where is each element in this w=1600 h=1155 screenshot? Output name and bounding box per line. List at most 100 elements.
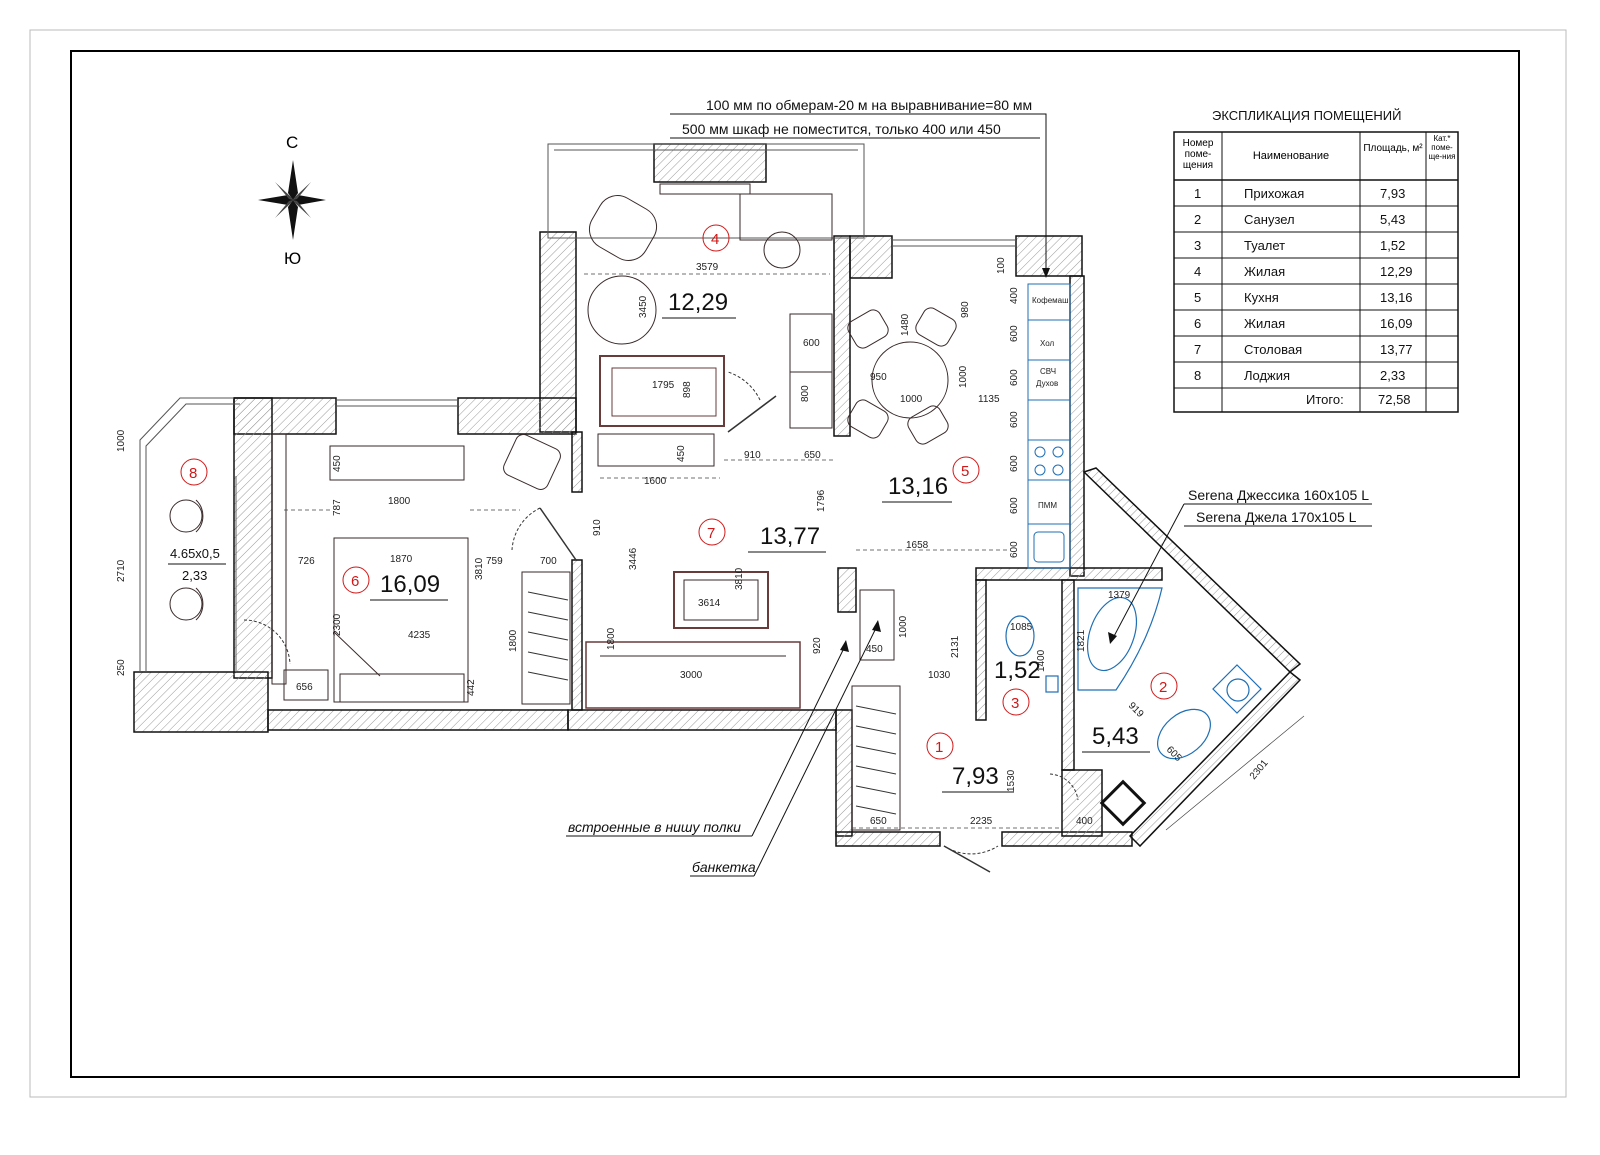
- dimension-label: 450: [332, 455, 343, 472]
- dimension-label: 8: [1194, 368, 1201, 383]
- arrow-icon: [840, 640, 849, 652]
- room-area-7: 13,77: [760, 523, 820, 550]
- dimension-label: 8: [189, 465, 197, 482]
- dimension-label: 1800: [606, 627, 617, 650]
- dimension-label: 7: [1194, 342, 1201, 357]
- room-area-2: 5,43: [1092, 723, 1139, 750]
- dimension-label: 4: [1194, 264, 1201, 279]
- dimension-label: 5,43: [1380, 212, 1405, 227]
- dimension-label: 6: [1194, 316, 1201, 331]
- dimension-label: 600: [1009, 325, 1020, 342]
- leader-lines: [566, 113, 1372, 877]
- dimension-label: 1000: [958, 365, 969, 388]
- dimension-label: Прихожая: [1244, 186, 1304, 201]
- compass-north: С: [286, 133, 298, 152]
- bathroom-fixtures: [1005, 587, 1262, 760]
- dimension-label: 919: [1126, 700, 1146, 720]
- dimension-label: 1870: [390, 554, 413, 565]
- dimension-label: 3: [1011, 695, 1019, 712]
- dimension-label: 1821: [1076, 629, 1087, 652]
- dimension-label: 3810: [734, 567, 745, 590]
- arrow-icon: [1042, 268, 1050, 278]
- dimension-label: 12,29: [1380, 264, 1413, 279]
- note-top-line1: 100 мм по обмерам-20 м на выравнивание=8…: [706, 97, 1032, 113]
- dimension-label: 2: [1159, 679, 1167, 696]
- room-marker-6: 6 16,09: [342, 566, 448, 601]
- dimension-label: 1000: [900, 394, 923, 405]
- dimension-label: Лоджия: [1244, 368, 1290, 383]
- dimension-label: 920: [812, 637, 823, 654]
- room-marker-7: 7 13,77: [698, 518, 826, 553]
- dimension-label: 600: [1009, 541, 1020, 558]
- loggia-chair-icon: [169, 499, 204, 621]
- window-lines: [139, 143, 1016, 672]
- dimension-label: Санузел: [1244, 212, 1295, 227]
- arrow-icon: [872, 620, 881, 632]
- outer-frame: [29, 29, 1567, 1098]
- note-bath-line1: Serena Джессика 160х105 L: [1188, 487, 1369, 503]
- dimension-label: 1000: [898, 615, 909, 638]
- arrow-icon: [1108, 632, 1117, 644]
- dimension-label: 1000: [116, 429, 127, 452]
- room-area-6: 16,09: [380, 571, 440, 598]
- dimension-label: 1795: [652, 380, 675, 391]
- room-marker-2: 2 5,43: [1082, 672, 1178, 753]
- dimension-label: 600: [1009, 455, 1020, 472]
- table-title: ЭКСПЛИКАЦИЯ ПОМЕЩЕНИЙ: [1212, 108, 1401, 123]
- compass-rose-icon: С Ю: [258, 133, 326, 268]
- room-area-5: 13,16: [888, 473, 948, 500]
- bathtub-icon: [1077, 587, 1163, 691]
- appliance-fridge: Хол: [1040, 339, 1055, 348]
- dimension-label: 1658: [906, 540, 929, 551]
- note-top-line2: 500 мм шкаф не поместится, только 400 ил…: [682, 121, 1001, 137]
- note-shelves: встроенные в нишу полки: [568, 819, 741, 835]
- appliance-dishwasher: ПММ: [1038, 501, 1057, 510]
- dimension-label: 3446: [628, 547, 639, 570]
- dimension-label: 3810: [474, 557, 485, 580]
- dimension-label: 5: [961, 463, 969, 480]
- dimension-label: 600: [1009, 369, 1020, 386]
- dimension-label: 1,52: [1380, 238, 1405, 253]
- door-leaves: [539, 395, 991, 873]
- dimension-label: 1030: [928, 670, 951, 681]
- round-table-icon: [587, 275, 657, 345]
- dimension-label: 759: [486, 556, 503, 567]
- dining-table-icon: [847, 307, 957, 445]
- dimension-label: 7: [707, 525, 715, 542]
- room-marker-4: 4 12,29: [662, 224, 736, 319]
- dimension-label: Столовая: [1244, 342, 1302, 357]
- dimension-label: 450: [866, 644, 883, 655]
- dimension-label: 3614: [698, 598, 721, 609]
- dimension-label: 250: [116, 659, 127, 676]
- dimension-label: 2300: [332, 613, 343, 636]
- room-area-4: 12,29: [668, 289, 728, 316]
- dimension-lines: [284, 273, 1060, 829]
- dimension-label: 980: [960, 301, 971, 318]
- dimension-label: 910: [744, 450, 761, 461]
- dimension-label: 1530: [1006, 769, 1017, 792]
- dimension-label: 600: [1009, 411, 1020, 428]
- sink-icon: [1033, 531, 1065, 563]
- washbasin-icon: [1157, 708, 1211, 760]
- dimension-label: 13,16: [1380, 290, 1413, 305]
- dimension-texts: 3579 3450 1795 898 600 800 910 650 1600 …: [116, 257, 1271, 827]
- dimension-label: 5: [1194, 290, 1201, 305]
- coffee-table-icon: [673, 571, 769, 629]
- dimension-label: 1800: [508, 629, 519, 652]
- dimension-label: 898: [682, 381, 693, 398]
- room-area-8: 2,33: [182, 568, 207, 583]
- loggia-size: 4.65х0,5: [170, 546, 220, 561]
- dimension-label: 3450: [638, 295, 649, 318]
- bedroom-armchair-icon: [503, 434, 561, 490]
- dimension-label: Жилая: [1244, 264, 1285, 279]
- dimension-label: 442: [466, 679, 477, 696]
- dimension-label: 13,77: [1380, 342, 1413, 357]
- dimension-label: 100: [996, 257, 1007, 274]
- dimension-label: Кухня: [1244, 290, 1279, 305]
- dimension-label: 600: [803, 338, 820, 349]
- boiler-icon: [1099, 779, 1147, 827]
- room-marker-8: 8 4.65х0,5 2,33: [168, 458, 226, 583]
- dimension-label: 2235: [970, 816, 993, 827]
- dimension-label: 700: [540, 556, 557, 567]
- dimension-label: 1800: [388, 496, 411, 507]
